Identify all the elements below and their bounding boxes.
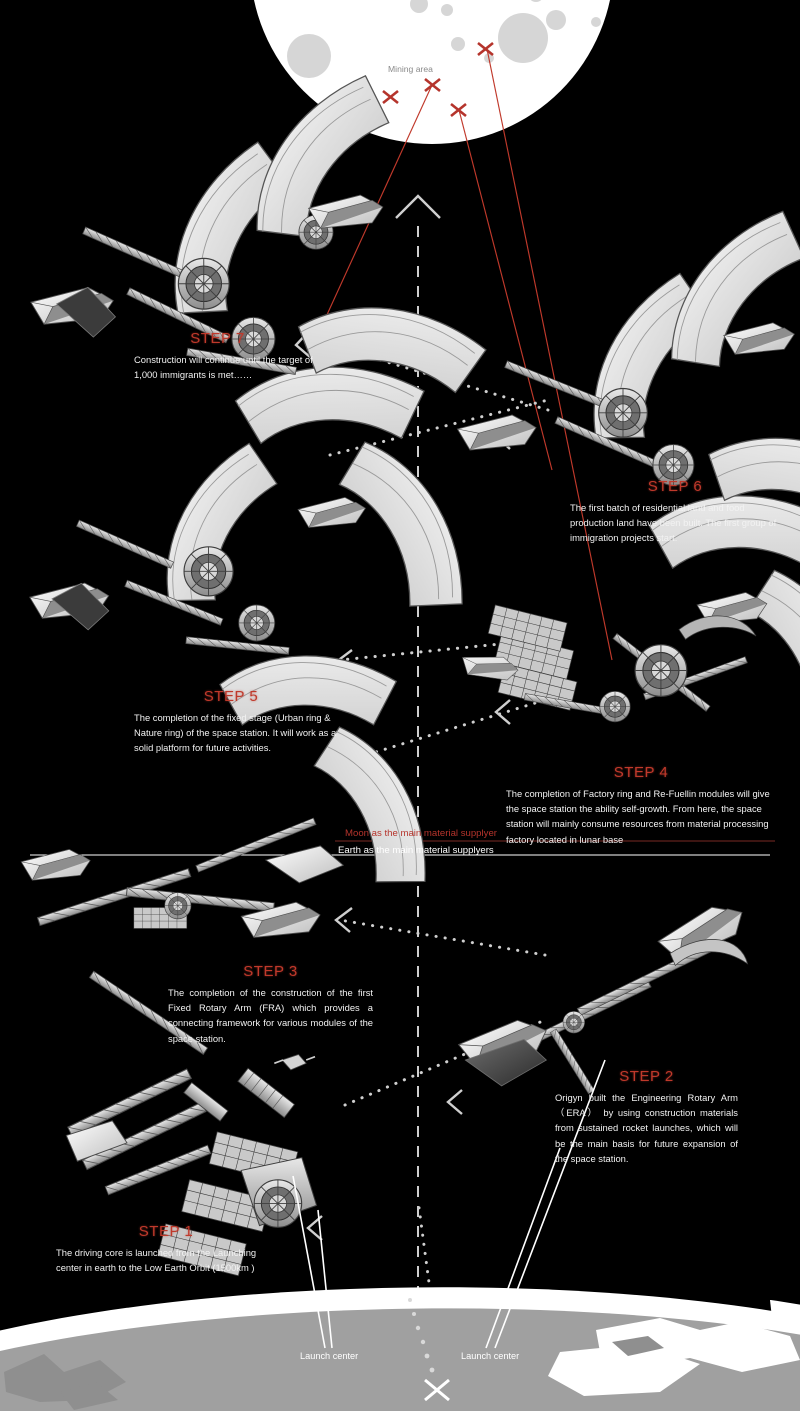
earth-supplier-label: Earth as the main material supplyers	[338, 845, 494, 856]
earth-landmasses	[4, 1300, 800, 1410]
launch-center-label-left: Launch center	[300, 1351, 359, 1361]
step-2-title: STEP 2	[619, 1068, 674, 1085]
station-step-7	[30, 72, 499, 621]
small-craft	[274, 1054, 316, 1071]
step-6-title: STEP 6	[647, 478, 703, 495]
step-2-block: STEP 2 Origyn built the Engineering Rota…	[555, 1068, 738, 1166]
step-3-title: STEP 3	[243, 963, 298, 980]
step-7-body: Construction will continue until the tar…	[134, 354, 313, 381]
earth-graphic	[0, 1059, 800, 1411]
station-step-2	[455, 898, 751, 1095]
step-4-title: STEP 4	[613, 764, 669, 781]
step-3-body: The completion of the construction of th…	[168, 987, 373, 1044]
central-axis	[395, 194, 441, 1330]
station-step-3	[20, 817, 345, 1055]
launch-center-label-right: Launch center	[461, 1351, 520, 1361]
step-2-body: Origyn built the Engineering Rotary Arm …	[555, 1092, 738, 1164]
step-5-body: The completion of the fixed stage (Urban…	[134, 712, 337, 754]
step-5-block: STEP 5 The completion of the fixed stage…	[112, 688, 350, 756]
step-6-block: STEP 6 The first batch of residential la…	[560, 478, 790, 546]
step-3-block: STEP 3 The completion of the constructio…	[168, 963, 373, 1046]
station-step-5	[29, 438, 463, 897]
step-4-block: STEP 4 The completion of Factory ring an…	[500, 764, 782, 847]
step-1-title: STEP 1	[138, 1223, 194, 1240]
step-5-title: STEP 5	[203, 688, 259, 705]
mining-markers	[382, 41, 494, 118]
launch-lines	[292, 1059, 606, 1349]
descent-dots	[408, 1298, 435, 1373]
step-1-block: STEP 1 The driving core is launched from…	[56, 1223, 276, 1275]
step-1-body: The driving core is launched from the La…	[56, 1247, 257, 1274]
step-6-body: The first batch of residential land and …	[570, 502, 777, 544]
step-7-title: STEP 7	[190, 330, 245, 347]
mining-area-label: Mining area	[388, 64, 433, 74]
moon-supplier-label: Moon as the main material supplyer	[345, 828, 497, 839]
step-7-block: STEP 7 Construction will continue until …	[100, 330, 335, 382]
station-step-4	[458, 592, 768, 723]
moon-craters	[287, 0, 604, 78]
step-4-body: The completion of Factory ring and Re-Fu…	[506, 788, 770, 845]
earth-x-marker	[424, 1378, 450, 1402]
station-step-1	[65, 1067, 318, 1277]
